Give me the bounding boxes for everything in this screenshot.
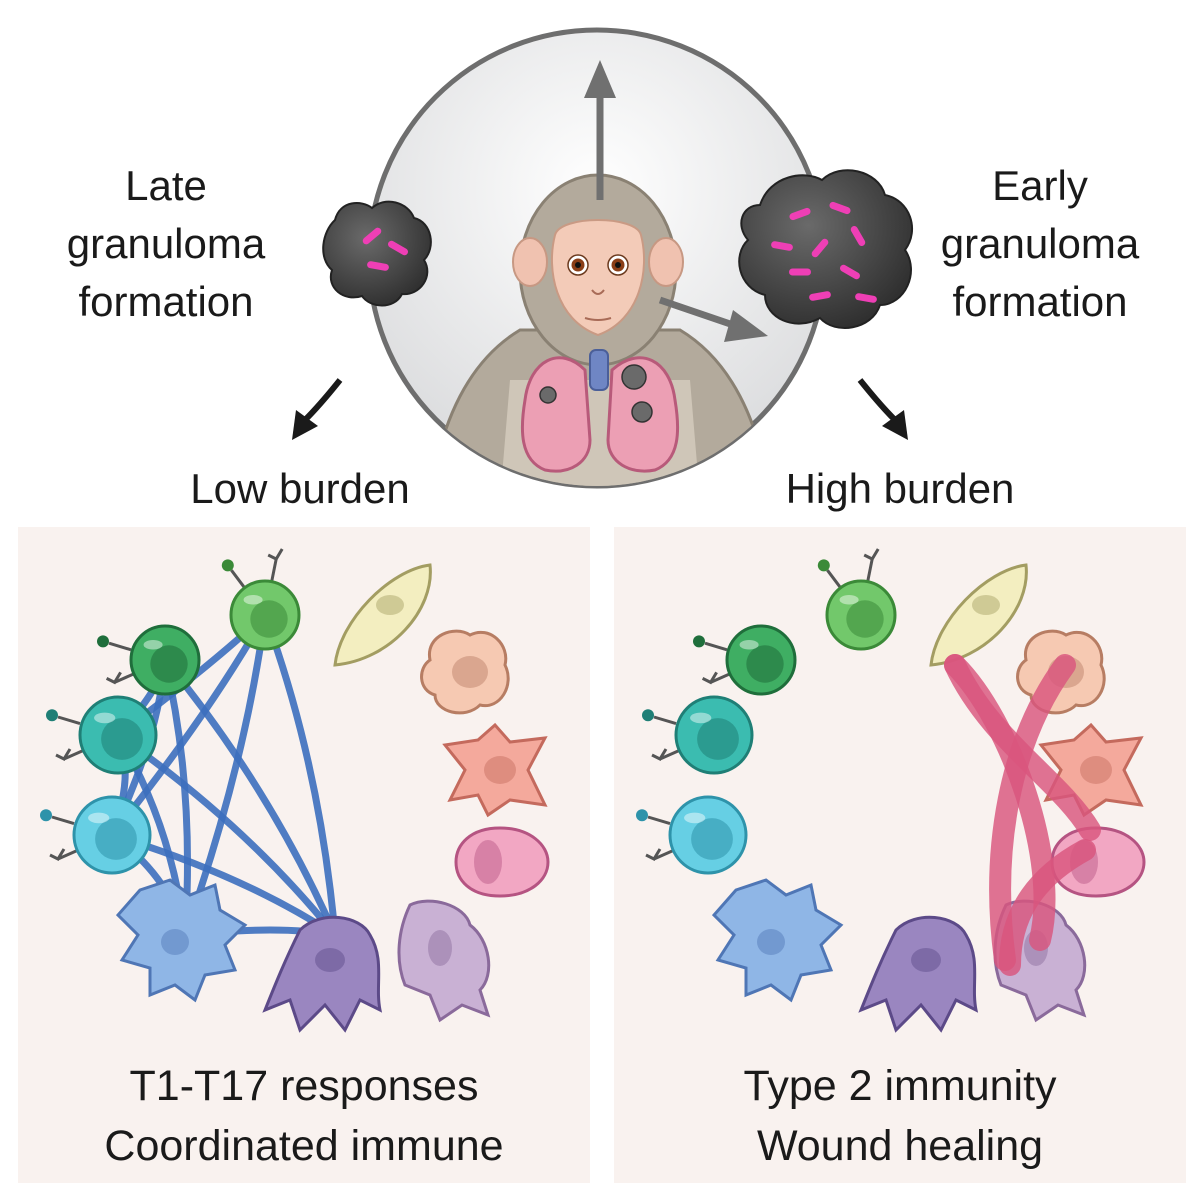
- fibroblast: [929, 563, 1028, 667]
- bacterium: [388, 240, 408, 256]
- granuloma-small: [322, 200, 432, 307]
- macrophage-purple: [262, 915, 383, 1033]
- lymphocyte-dark-green: [693, 624, 797, 696]
- blue-link: [114, 731, 339, 939]
- left-caption-line-2: Coordinated immune: [104, 1122, 503, 1170]
- right-caption-line-1: Type 2 immunity: [743, 1062, 1057, 1110]
- low-burden-label: Low burden: [190, 465, 410, 512]
- epithelial-cell: [442, 722, 548, 818]
- left-cell-ring: [40, 548, 550, 1033]
- left-title-line-3: formation: [78, 278, 253, 325]
- fibroblast: [333, 563, 432, 667]
- lymphocyte-dark-green: [97, 624, 201, 696]
- pink-link: [999, 839, 1096, 976]
- arrow-left-curve: [292, 378, 343, 440]
- bacterium: [809, 291, 831, 301]
- left-title: Late granuloma formation: [67, 162, 266, 325]
- pink-connections: [944, 654, 1101, 976]
- lymphocyte-light-blue: [636, 795, 748, 875]
- macrophage-purple: [858, 915, 979, 1033]
- left-caption-line-1: T1-T17 responses: [130, 1062, 479, 1110]
- dendritic-cell: [115, 878, 248, 1003]
- bacterium: [789, 268, 811, 276]
- bacterium: [829, 201, 851, 215]
- bacterium: [362, 227, 382, 245]
- right-title-line-2: granuloma: [941, 220, 1140, 267]
- right-title-line-1: Early: [992, 162, 1088, 209]
- right-caption-line-2: Wound healing: [757, 1122, 1043, 1170]
- bacterium: [771, 241, 793, 251]
- bacterium: [850, 226, 866, 246]
- lymphocyte-light-green: [221, 548, 301, 651]
- bacterium: [789, 207, 811, 221]
- right-title: Early granuloma formation: [941, 162, 1140, 325]
- left-title-line-1: Late: [125, 162, 207, 209]
- bacterium: [811, 238, 829, 258]
- bacteria-group: [362, 201, 877, 303]
- left-title-line-2: granuloma: [67, 220, 266, 267]
- lymphocyte-light-green: [817, 548, 897, 651]
- dendritic-cell: [711, 878, 844, 1003]
- plasma-cell: [454, 826, 550, 898]
- right-title-line-3: formation: [952, 278, 1127, 325]
- arrow-right-curve: [857, 378, 908, 440]
- blue-link: [161, 656, 339, 939]
- lymphocyte-teal: [46, 695, 158, 775]
- bacterium: [840, 264, 860, 280]
- monkey-circle: [366, 27, 828, 489]
- macrophage-orange: [420, 629, 510, 715]
- pink-link: [989, 654, 1076, 971]
- pink-link: [944, 654, 1056, 951]
- granuloma-large: [738, 169, 914, 329]
- lymphocyte-teal: [642, 695, 754, 775]
- high-burden-label: High burden: [786, 465, 1015, 512]
- neutrophil: [397, 899, 491, 1023]
- monkey-illustration: [428, 173, 772, 486]
- bacterium: [855, 293, 877, 303]
- lymphocyte-light-blue: [40, 795, 152, 875]
- right-cell-ring: [636, 548, 1146, 1033]
- bacterium: [367, 261, 389, 271]
- blue-link: [261, 611, 339, 939]
